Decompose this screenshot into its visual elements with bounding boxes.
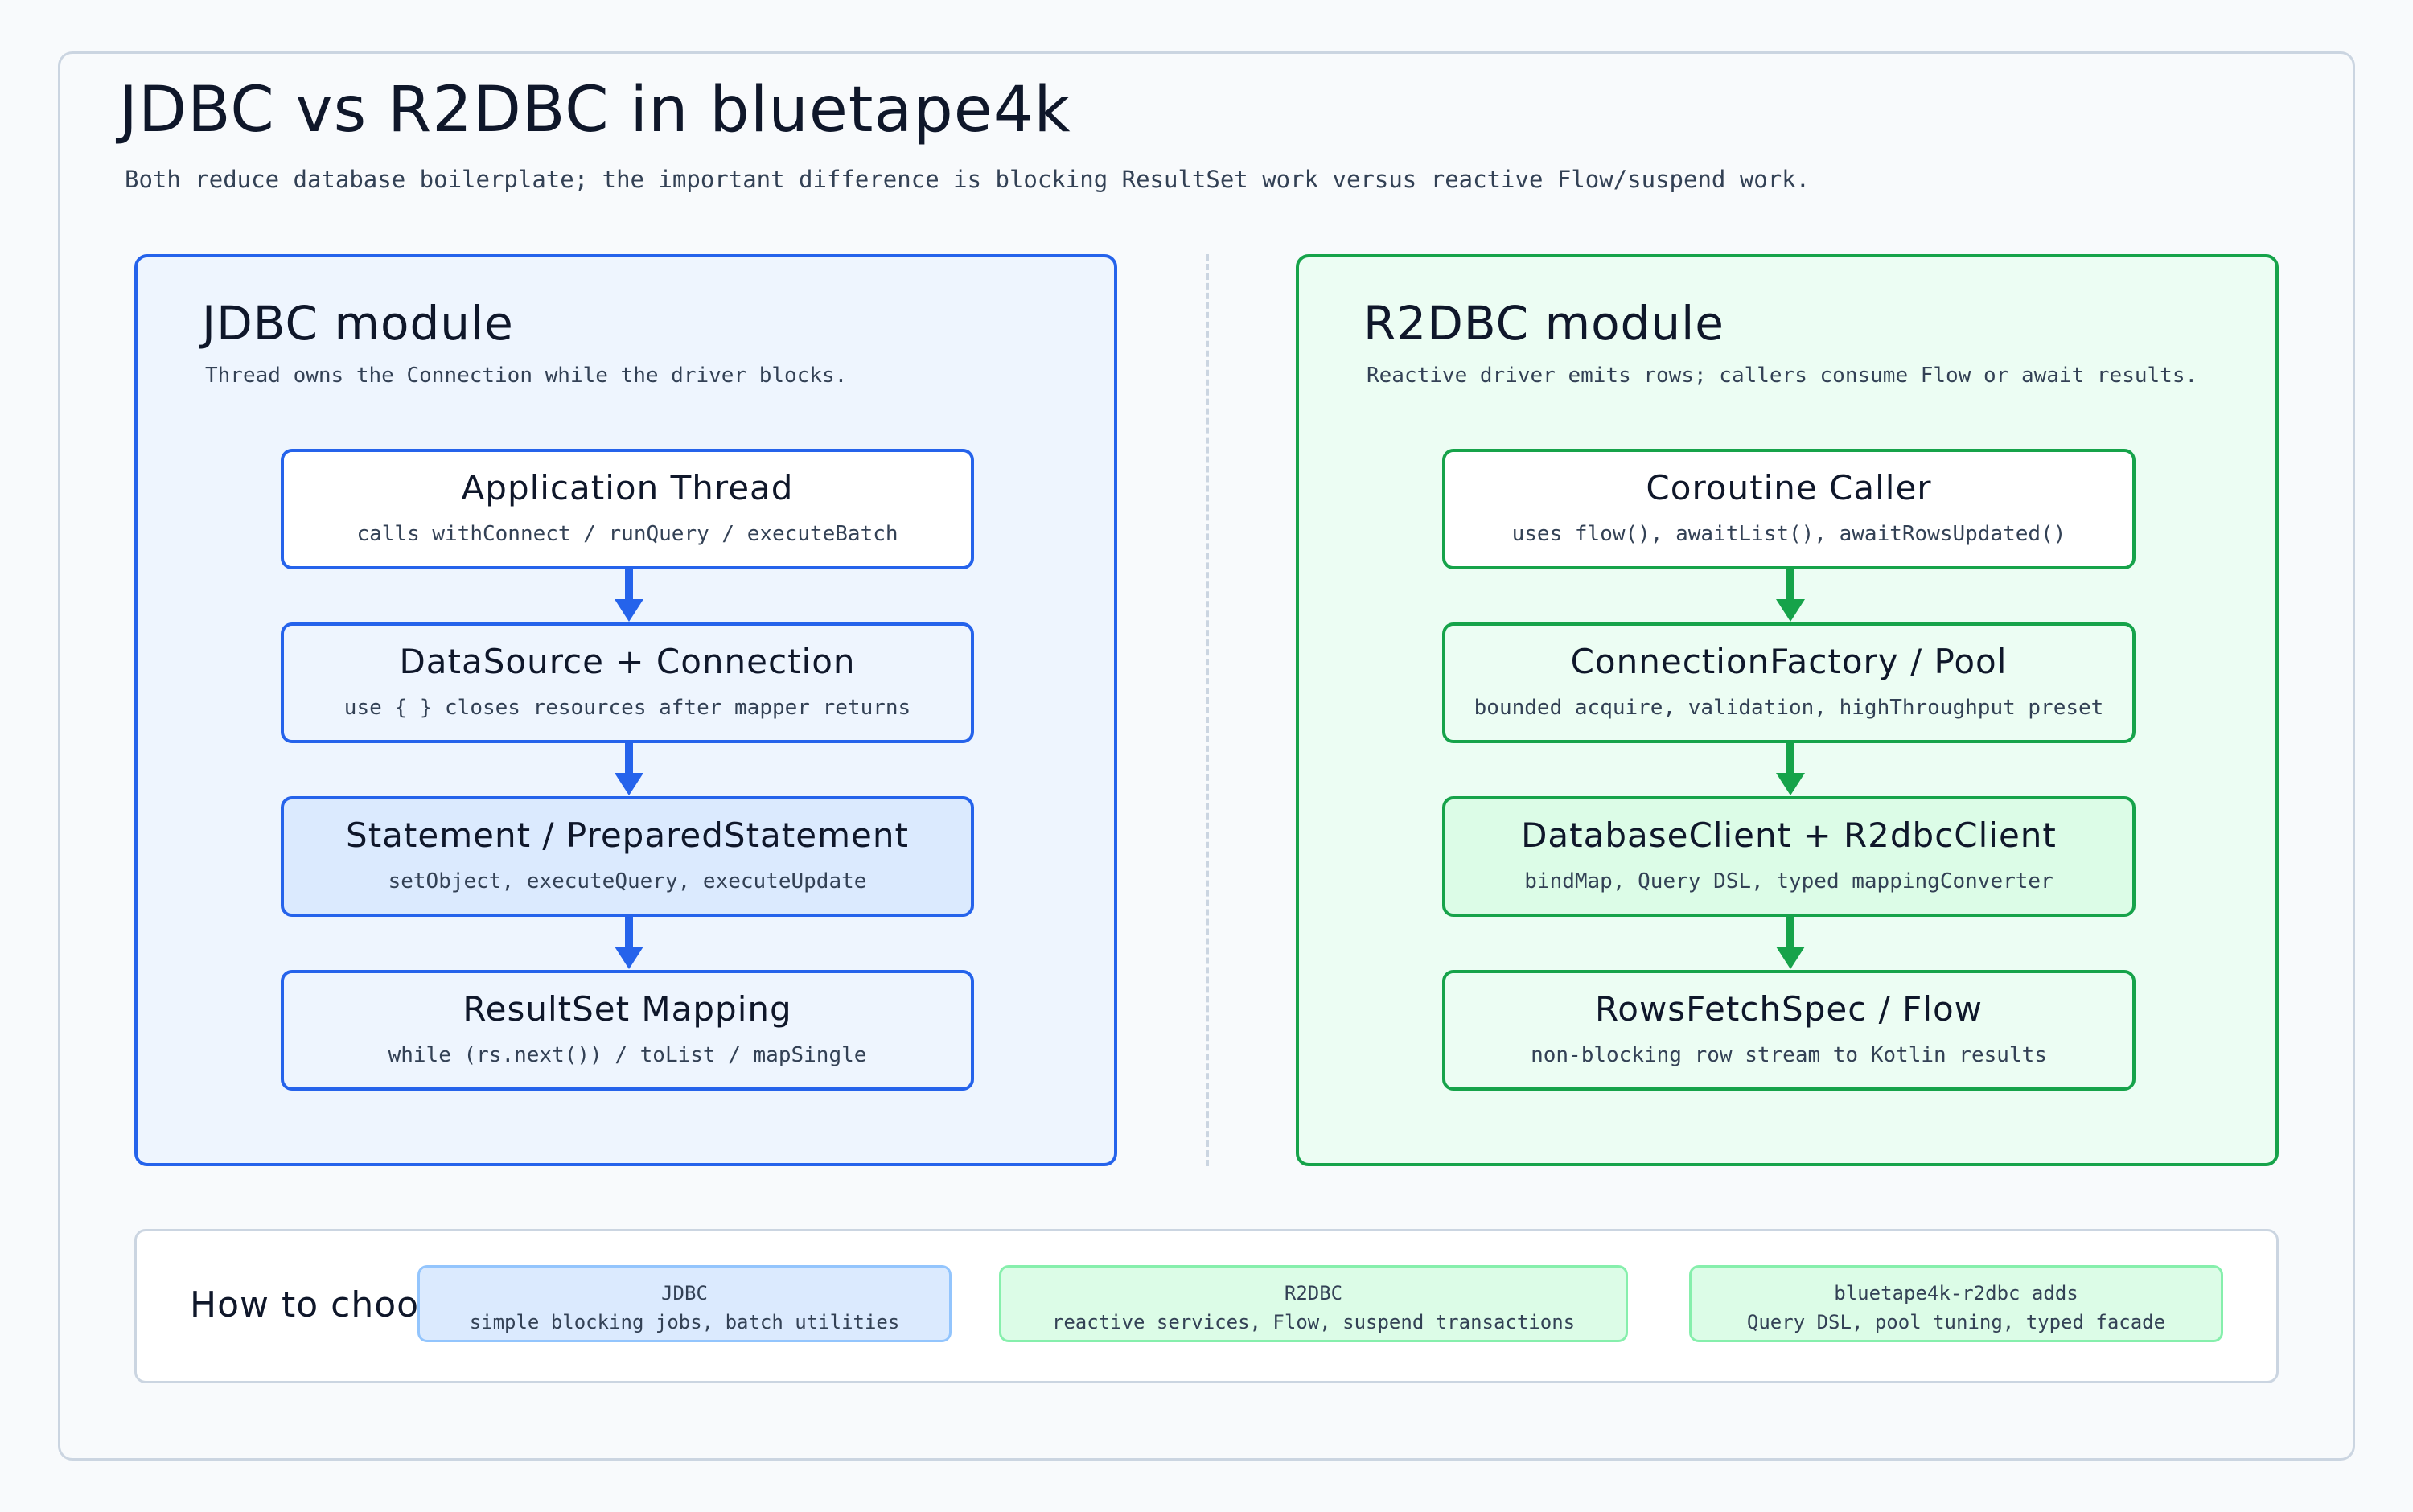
node-title: ResultSet Mapping [462, 989, 792, 1029]
r2dbc-arrow-down-icon [1776, 914, 1805, 969]
how-to-choose-box: How to choose JDBC simple blocking jobs,… [134, 1229, 2279, 1383]
node-title: ConnectionFactory / Pool [1570, 642, 2008, 681]
jdbc-arrow-down-icon [615, 741, 643, 795]
option-title: JDBC [661, 1282, 708, 1305]
jdbc-panel-description: Thread owns the Connection while the dri… [205, 364, 848, 388]
choose-option-bluetape4k-r2dbc: bluetape4k-r2dbc adds Query DSL, pool tu… [1689, 1265, 2223, 1342]
option-title: R2DBC [1284, 1282, 1343, 1305]
node-subtitle: while (rs.next()) / toList / mapSingle [388, 1043, 867, 1067]
jdbc-node-statement: Statement / PreparedStatement setObject,… [281, 796, 974, 917]
r2dbc-panel-title: R2DBC module [1363, 296, 1724, 351]
jdbc-node-resultset-mapping: ResultSet Mapping while (rs.next()) / to… [281, 970, 974, 1091]
node-subtitle: use { } closes resources after mapper re… [343, 696, 911, 720]
node-subtitle: uses flow(), awaitList(), awaitRowsUpdat… [1511, 522, 2066, 546]
node-title: Statement / PreparedStatement [346, 816, 909, 855]
node-subtitle: non-blocking row stream to Kotlin result… [1531, 1043, 2047, 1067]
node-subtitle: bounded acquire, validation, highThrough… [1474, 696, 2104, 720]
node-title: Coroutine Caller [1646, 468, 1932, 507]
node-title: RowsFetchSpec / Flow [1594, 989, 1983, 1029]
page-subtitle: Both reduce database boilerplate; the im… [125, 166, 1811, 193]
column-divider [1206, 254, 1209, 1166]
jdbc-panel-title: JDBC module [202, 296, 514, 351]
r2dbc-arrow-down-icon [1776, 741, 1805, 795]
r2dbc-node-coroutine-caller: Coroutine Caller uses flow(), awaitList(… [1442, 449, 2136, 569]
choose-option-jdbc: JDBC simple blocking jobs, batch utiliti… [417, 1265, 952, 1342]
node-subtitle: bindMap, Query DSL, typed mappingConvert… [1524, 869, 2053, 894]
option-subtitle: reactive services, Flow, suspend transac… [1051, 1311, 1576, 1333]
how-to-choose-label: How to choose [190, 1284, 462, 1325]
node-title: DataSource + Connection [399, 642, 856, 681]
r2dbc-node-connectionfactory-pool: ConnectionFactory / Pool bounded acquire… [1442, 622, 2136, 743]
node-title: DatabaseClient + R2dbcClient [1521, 816, 2057, 855]
r2dbc-arrow-down-icon [1776, 567, 1805, 622]
option-title: bluetape4k-r2dbc adds [1834, 1282, 2078, 1305]
r2dbc-node-databaseclient: DatabaseClient + R2dbcClient bindMap, Qu… [1442, 796, 2136, 917]
option-subtitle: Query DSL, pool tuning, typed facade [1746, 1311, 2166, 1333]
jdbc-arrow-down-icon [615, 914, 643, 969]
jdbc-node-application-thread: Application Thread calls withConnect / r… [281, 449, 974, 569]
jdbc-arrow-down-icon [615, 567, 643, 622]
option-subtitle: simple blocking jobs, batch utilities [469, 1311, 900, 1333]
jdbc-node-datasource-connection: DataSource + Connection use { } closes r… [281, 622, 974, 743]
choose-option-r2dbc: R2DBC reactive services, Flow, suspend t… [999, 1265, 1628, 1342]
jdbc-panel: JDBC module Thread owns the Connection w… [134, 254, 1117, 1166]
page-title: JDBC vs R2DBC in bluetape4k [119, 74, 1071, 146]
r2dbc-panel: R2DBC module Reactive driver emits rows;… [1296, 254, 2279, 1166]
r2dbc-panel-description: Reactive driver emits rows; callers cons… [1367, 364, 2198, 388]
r2dbc-node-rowsfetchspec-flow: RowsFetchSpec / Flow non-blocking row st… [1442, 970, 2136, 1091]
node-subtitle: calls withConnect / runQuery / executeBa… [356, 522, 898, 546]
node-subtitle: setObject, executeQuery, executeUpdate [388, 869, 867, 894]
node-title: Application Thread [461, 468, 794, 507]
